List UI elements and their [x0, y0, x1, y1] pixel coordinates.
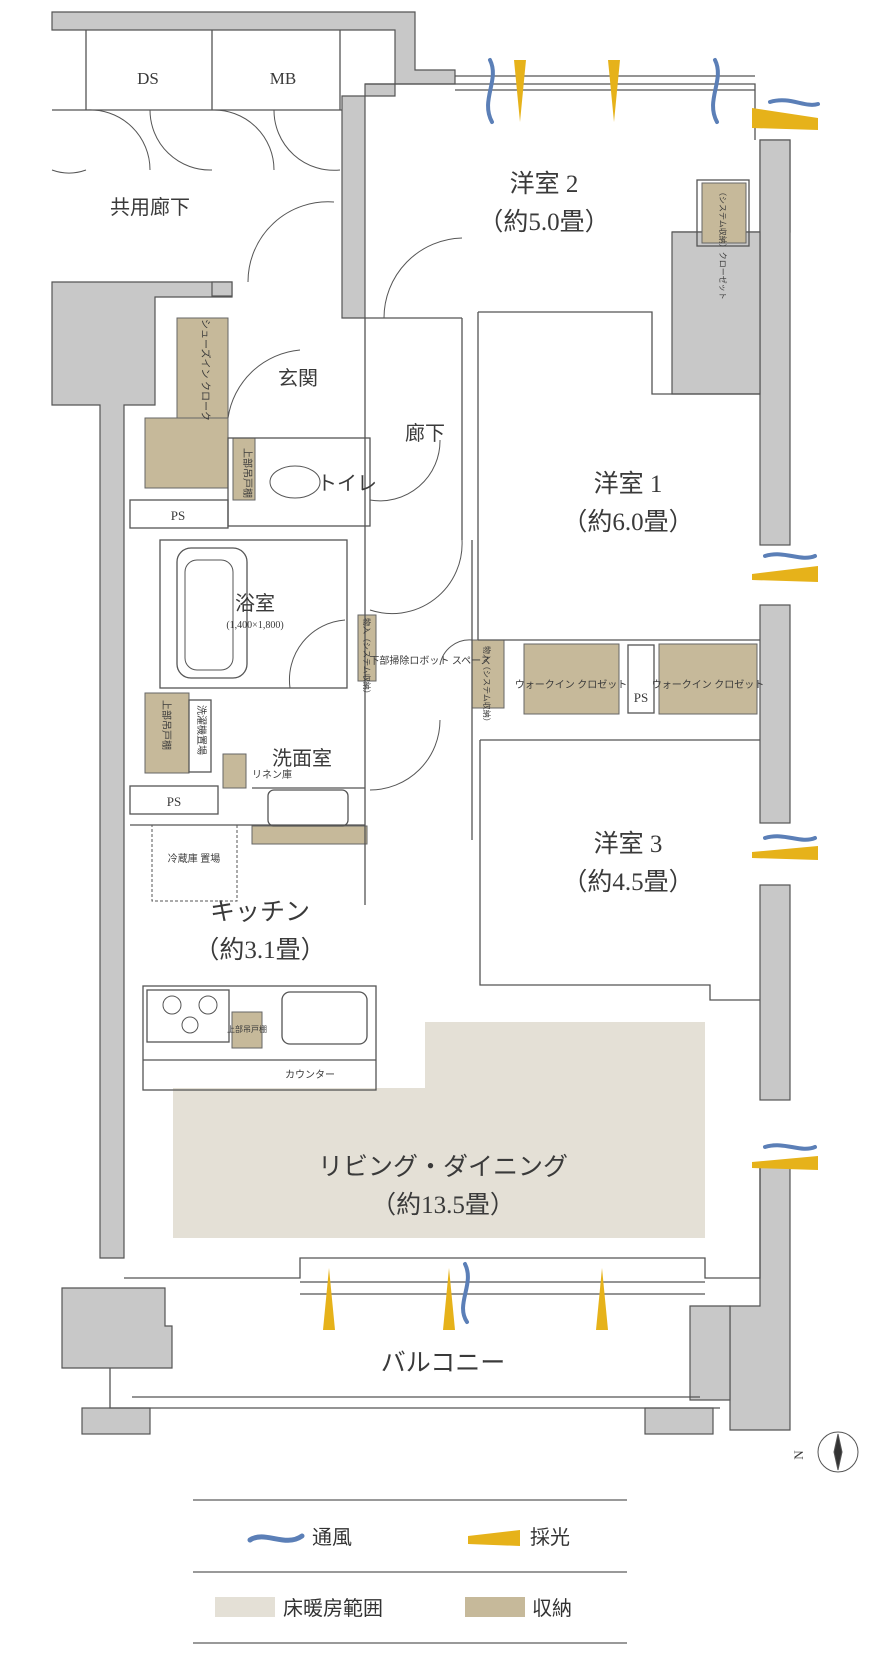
western3-name: 洋室 3 [594, 830, 663, 858]
balcony-label: バルコニー [381, 1350, 506, 1377]
western1-name: 洋室 1 [594, 470, 663, 498]
wind-icon [486, 58, 495, 124]
light-icon [596, 1268, 608, 1330]
wind-icon [461, 1262, 470, 1324]
walk-in-closet-1: ウォークイン クロゼット [515, 679, 628, 691]
legend: 通風 採光 床暖房範囲 収納 [193, 1499, 627, 1644]
walls [51, 11, 791, 1435]
storage-system-label-1: 物入（システム収納） [362, 618, 372, 698]
kitchen-cabinet-label: 上部吊戸棚 [227, 1024, 267, 1034]
mb-label: MB [270, 69, 296, 88]
hallway-label: 廊下 [405, 422, 445, 445]
room-labels: DS MB 共用廊下 洋室 2 （約5.0畳） 洋室 1 （約6.0畳） 洋室 … [110, 69, 806, 1460]
light-icons [323, 60, 818, 1330]
linen-label: リネン庫 [252, 768, 292, 781]
common-corridor-label: 共用廊下 [110, 196, 190, 219]
shoes-in-cloak-label: シューズイン クローク [199, 319, 212, 421]
living-name: リビング・ダイニング [318, 1153, 568, 1181]
toilet-icon [269, 465, 321, 499]
light-icon [608, 60, 620, 122]
legend-floor-heating: 床暖房範囲 [283, 1597, 383, 1620]
walk-in-closet-2: ウォークイン クロゼット [652, 679, 765, 691]
wind-icon [247, 1533, 305, 1543]
kitchen-name: キッチン [210, 899, 310, 926]
washroom-label: 洗面室 [272, 747, 332, 770]
legend-storage: 収納 [532, 1597, 572, 1620]
interior-lines [52, 30, 761, 1409]
ps-label-2: PS [167, 794, 181, 809]
light-icon [443, 1268, 455, 1330]
washroom-cabinet-label: 上部吊戸棚 [160, 700, 173, 750]
western3-size: （約4.5畳） [562, 868, 693, 896]
light-icon [752, 108, 818, 130]
washer-label: 洗濯機置場 [195, 705, 208, 755]
floor-heating-swatch [215, 1597, 275, 1617]
western2-name: 洋室 2 [510, 170, 579, 198]
ps-label-3: PS [634, 690, 648, 705]
floor-heating-area [173, 1022, 705, 1238]
kitchen-size: （約3.1畳） [194, 936, 325, 964]
stove-icon [162, 995, 218, 1034]
wind-icon [763, 834, 817, 842]
western2-size: （約5.0畳） [478, 208, 609, 236]
ps-label-1: PS [171, 508, 185, 523]
light-icon [468, 1530, 520, 1546]
western1-size: （約6.0畳） [562, 508, 693, 536]
light-icon [752, 566, 818, 582]
wind-icon [711, 58, 720, 124]
legend-light: 採光 [530, 1526, 570, 1549]
wind-icon [763, 552, 817, 560]
toilet-cabinet-label: 上部吊戸棚 [241, 448, 254, 498]
light-icon [752, 1156, 818, 1170]
legend-wind: 通風 [312, 1526, 352, 1549]
toilet-label: トイレ [317, 473, 377, 495]
counter-label: カウンター [285, 1069, 335, 1081]
bathroom-label: 浴室 [235, 592, 275, 615]
entrance-label: 玄関 [278, 367, 318, 390]
bathtub-icon [184, 559, 234, 671]
wind-icon [768, 98, 820, 107]
door-swings [51, 109, 473, 791]
living-size: （約13.5畳） [371, 1191, 515, 1219]
closet-system-label: （システム収納）クローゼット [718, 188, 728, 300]
bathroom-size: (1,400×1,800) [226, 620, 283, 631]
ds-label: DS [137, 69, 159, 88]
fixtures [162, 465, 859, 1473]
storage-swatch [465, 1597, 525, 1617]
storage-system-label-2: 物入（システム収納） [482, 646, 492, 726]
light-icon [514, 60, 526, 122]
light-icon [752, 846, 818, 860]
wind-icon [763, 1143, 817, 1151]
compass-icon [817, 1431, 859, 1473]
light-icon [323, 1268, 335, 1330]
fridge-label: 冷蔵庫 置場 [168, 852, 221, 865]
compass-n: N [791, 1450, 806, 1460]
robot-space-label: 下部掃除ロボット スペース [369, 654, 490, 667]
storage-areas [144, 182, 758, 1049]
wind-icons [461, 58, 820, 1324]
